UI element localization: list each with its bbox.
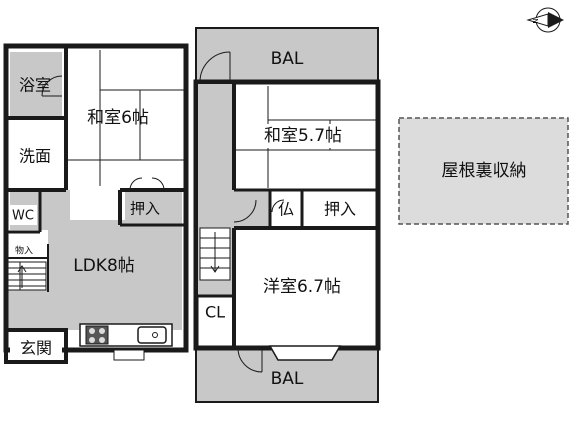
attic: 屋根裏収納: [398, 117, 569, 225]
washroom-label: 洗面: [19, 147, 51, 166]
compass-icon: N: [526, 7, 564, 33]
stairs-floor-1: [7, 261, 47, 291]
bath-door-swing: [41, 75, 63, 97]
balcony-top-label: BAL: [271, 49, 304, 69]
compass-north-label: N: [532, 18, 540, 23]
closet-2-label: 押入: [324, 200, 356, 219]
ldk-label: LDK8帖: [73, 256, 135, 276]
attic-storage-box: [398, 117, 569, 225]
bay-window: [268, 345, 342, 361]
japanese-room-1-label: 和室6帖: [87, 108, 149, 128]
wc-label: WC: [12, 209, 34, 224]
western-room-label: 洋室6.7帖: [263, 277, 341, 297]
closet-1-label: 押入: [130, 200, 160, 218]
cl-label: CL: [205, 303, 225, 322]
storage-label: 物入: [15, 245, 33, 257]
attic-storage-label: 屋根裏収納: [442, 160, 527, 181]
floor-1-outline: [3, 43, 189, 353]
entrance-box: [4, 328, 68, 364]
altar-label: 仏: [278, 200, 294, 219]
burners: [89, 328, 105, 343]
balcony-bottom-label: BAL: [271, 369, 304, 389]
bath-floor: [10, 52, 62, 117]
floor-1: 浴室 洗面 WC 和室6帖 押入 LDK8帖 物入 玄関: [3, 43, 189, 364]
floor-2: BAL BAL 和室5.7帖 仏 押入 洋室6.7帖 CL: [193, 27, 381, 403]
bath-label: 浴室: [19, 76, 51, 95]
balcony-top: [195, 27, 379, 83]
entrance-label: 玄関: [20, 339, 52, 358]
japanese-room-2-label: 和室5.7帖: [264, 126, 342, 146]
